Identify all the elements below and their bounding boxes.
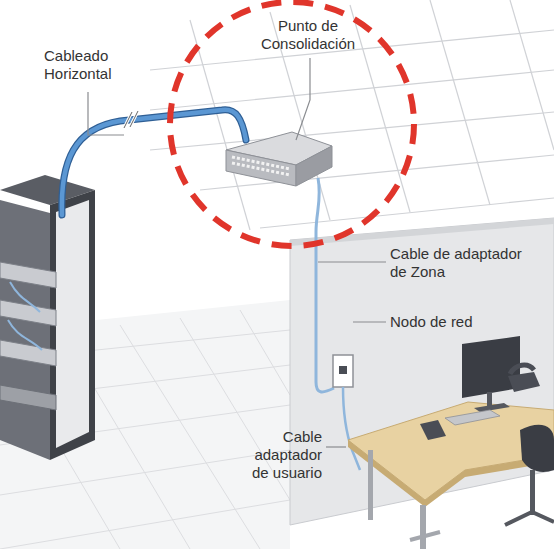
patch-panel [0,340,56,366]
tablet [420,420,446,440]
patch-panel [0,262,56,288]
equipment-rack [0,175,95,460]
leader-line [296,58,310,140]
monitor-stand [487,392,492,406]
office-chair [505,425,554,525]
partition-wall [290,218,554,525]
monitor [462,336,520,398]
ceiling-line [150,112,554,150]
floor-line [120,325,260,549]
ceiling-line [510,0,554,150]
callout-label: Cable de adaptador de Zona [390,245,540,281]
cable-break-mark [124,111,138,128]
rack-front [50,190,95,460]
ceiling-line [350,5,410,212]
desk-leg [368,450,373,520]
phone-handset [510,365,534,374]
box-side [296,146,332,186]
leader-line [88,92,124,135]
rack-side [0,200,50,460]
desk-edge [348,440,425,507]
horizontal-cable-outline [62,110,246,215]
leader-line [353,321,386,322]
cable-break-mark [124,111,138,128]
callout-label: Cableado Horizontal [44,47,140,83]
desk-phone [508,372,540,392]
leader-line [318,261,386,262]
outlet-port [339,366,347,374]
ceiling-line [430,0,490,205]
desk [348,402,554,549]
user-cable [343,387,360,470]
chair-base [505,512,554,525]
desk-leg [420,505,426,549]
wall-top-edge [290,218,554,246]
chair-post [530,470,535,515]
box-ports [232,157,290,175]
callout-label: Nodo de red [390,313,540,331]
switch-unit [0,385,56,410]
chair-back [520,425,554,472]
floor-line [0,500,290,549]
zone-cable [316,178,334,392]
floor-line [240,310,290,395]
rack-interior [56,200,89,448]
leader-lines [88,58,386,447]
callout-label: Cable adaptador de usuario [242,428,322,482]
monitor-base [474,403,510,412]
horizontal-cable [62,110,246,215]
keyboard [445,410,500,425]
leader-line [326,446,346,447]
box-front [226,150,296,186]
network-outlet [333,355,353,387]
consolidation-point-box [226,132,332,186]
highlight-circle [170,2,414,246]
callout-label: Punto de Consolidación [252,17,364,53]
desk-foot [410,532,440,540]
patch-cord [8,282,42,350]
